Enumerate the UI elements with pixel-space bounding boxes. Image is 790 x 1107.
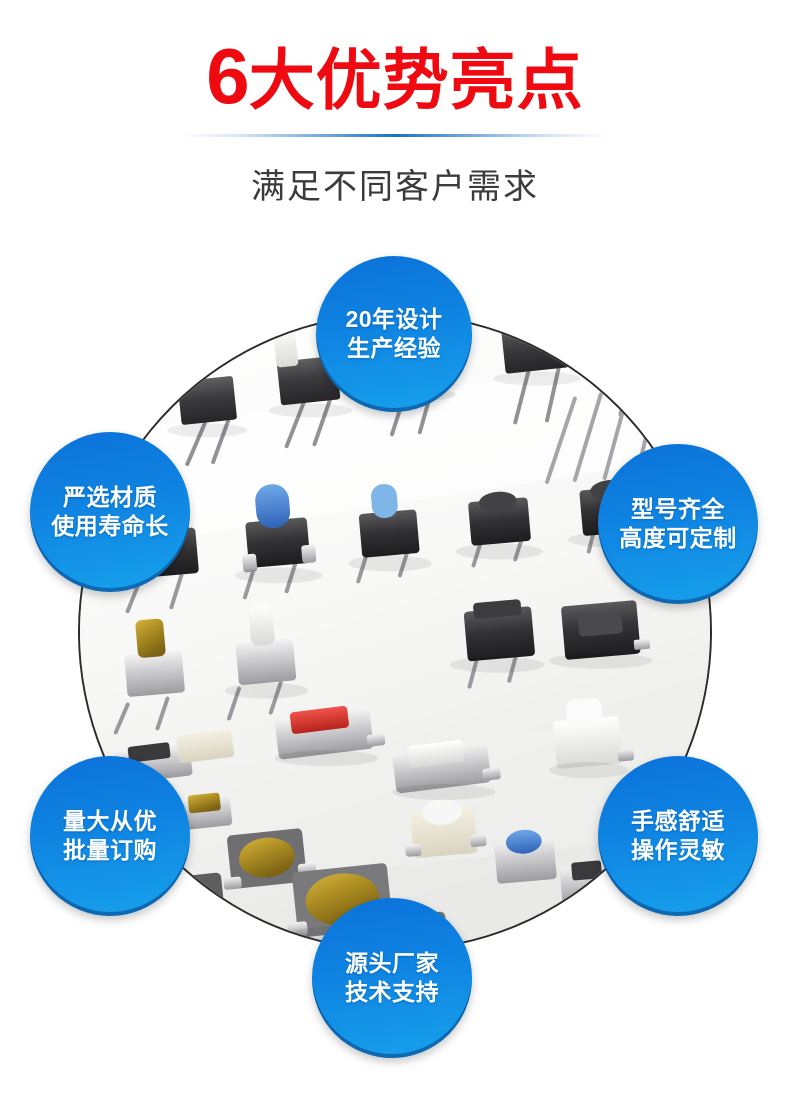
- page-title: 6大优势亮点: [0, 0, 790, 118]
- page-subtitle: 满足不同客户需求: [251, 167, 539, 206]
- header: 6大优势亮点 满足不同客户需求: [0, 0, 790, 208]
- badge-materials-line1: 严选材质: [63, 483, 157, 510]
- badge-materials-line2: 使用寿命长: [51, 513, 169, 539]
- badge-bulk-order-line1: 量大从优: [63, 807, 157, 834]
- badge-feel[interactable]: 手感舒适 操作灵敏: [598, 756, 758, 916]
- title-text: 大优势亮点: [248, 43, 584, 117]
- badge-feel-line2: 操作灵敏: [631, 837, 725, 863]
- title-number: 6: [206, 32, 249, 120]
- badge-experience-line2: 生产经验: [347, 335, 441, 361]
- badge-models-line1: 型号齐全: [631, 495, 725, 522]
- badge-models-line2: 高度可定制: [619, 525, 737, 551]
- badge-models[interactable]: 型号齐全 高度可定制: [598, 444, 758, 604]
- title-divider: [180, 133, 610, 137]
- badge-factory-line1: 源头厂家: [345, 949, 439, 976]
- badge-experience[interactable]: 20年设计 生产经验: [316, 256, 472, 412]
- badge-bulk-order-line2: 批量订购: [63, 837, 157, 863]
- badge-experience-line1: 20年设计: [345, 305, 443, 332]
- badge-materials[interactable]: 严选材质 使用寿命长: [30, 432, 190, 592]
- badge-factory-line2: 技术支持: [345, 979, 439, 1005]
- badge-feel-line1: 手感舒适: [631, 807, 725, 834]
- badge-factory[interactable]: 源头厂家 技术支持: [312, 898, 472, 1058]
- badge-bulk-order[interactable]: 量大从优 批量订购: [30, 756, 190, 916]
